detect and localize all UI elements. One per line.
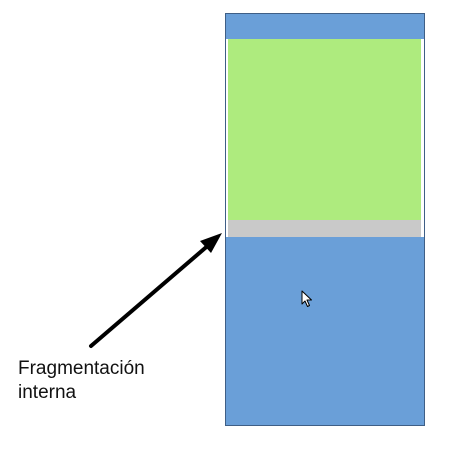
internal-fragmentation-label: Fragmentación interna xyxy=(18,357,218,405)
allocated-space xyxy=(228,39,421,220)
label-line-2: interna xyxy=(18,382,77,403)
memory-block xyxy=(225,13,425,426)
free-space-top xyxy=(226,14,424,39)
internal-fragment xyxy=(228,220,421,237)
free-space-bottom xyxy=(226,237,424,425)
label-line-1: Fragmentación xyxy=(18,358,145,379)
mouse-pointer-icon xyxy=(301,290,312,307)
